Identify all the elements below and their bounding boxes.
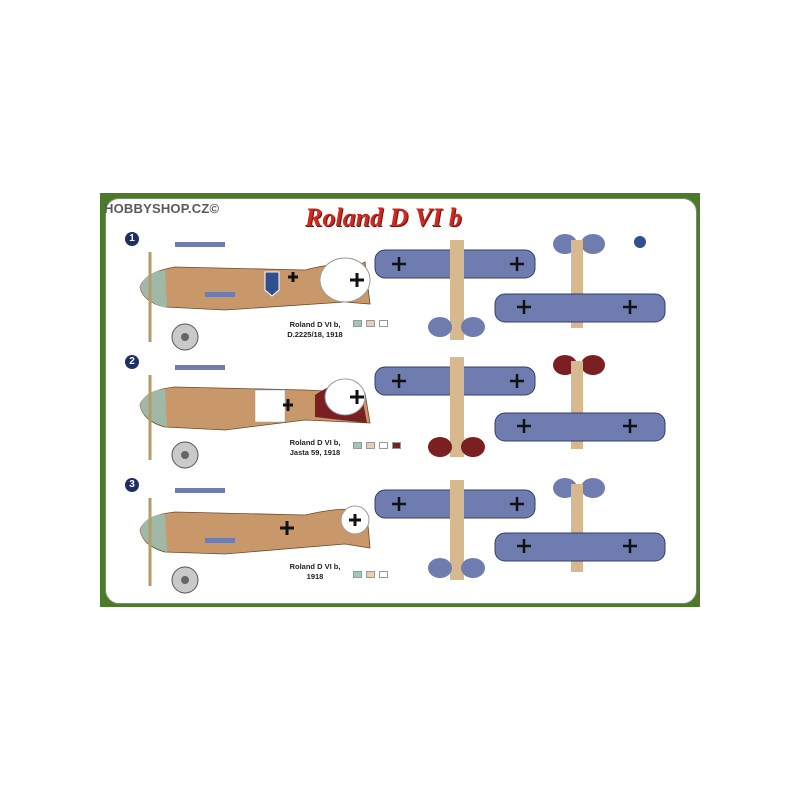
swatch: [392, 442, 401, 449]
aircraft-illustration-2: [139, 355, 666, 469]
watermark: HOBBYSHOP.CZ©: [104, 201, 220, 216]
side-profile: [139, 488, 371, 594]
side-profile: [139, 242, 371, 351]
variant-caption: Roland D VI b, 1918: [260, 562, 370, 582]
swatch: [353, 571, 362, 578]
page-title: Roland D VI b: [305, 203, 462, 232]
side-profile: [139, 365, 371, 469]
swatch: [366, 320, 375, 327]
caption-line-1: Roland D VI b,: [289, 320, 341, 329]
bottom-view: [494, 355, 666, 449]
swatch: [353, 442, 362, 449]
caption-line-2: D.2225/18, 1918: [287, 330, 343, 339]
color-swatches: [353, 571, 388, 578]
variant-number: 1: [125, 232, 139, 246]
top-view: [374, 240, 536, 340]
top-view: [374, 357, 536, 457]
swatch: [379, 320, 388, 327]
aircraft-illustration-1: [139, 234, 666, 351]
swatch: [366, 442, 375, 449]
caption-line-1: Roland D VI b,: [289, 438, 341, 447]
variant-number: 3: [125, 478, 139, 492]
color-swatches: [353, 442, 401, 449]
swatch: [379, 442, 388, 449]
top-view: [374, 480, 536, 580]
variant-row-2: 2 Roland D: [105, 355, 695, 483]
caption-line-2: 1918: [306, 572, 324, 581]
variant-row-1: 1: [105, 232, 695, 360]
variant-row-3: 3 Roland D VI b,: [105, 478, 695, 606]
swatch: [366, 571, 375, 578]
color-swatches: [353, 320, 388, 327]
caption-line-1: Roland D VI b,: [289, 562, 341, 571]
aircraft-illustration-3: [139, 478, 666, 594]
bottom-view: [494, 478, 666, 572]
variant-caption: Roland D VI b, D.2225/18, 1918: [260, 320, 370, 340]
variant-caption: Roland D VI b, Jasta 59, 1918: [260, 438, 370, 458]
swatch: [379, 571, 388, 578]
caption-line-2: Jasta 59, 1918: [289, 448, 341, 457]
variant-number: 2: [125, 355, 139, 369]
bottom-view: [494, 234, 666, 328]
swatch: [353, 320, 362, 327]
